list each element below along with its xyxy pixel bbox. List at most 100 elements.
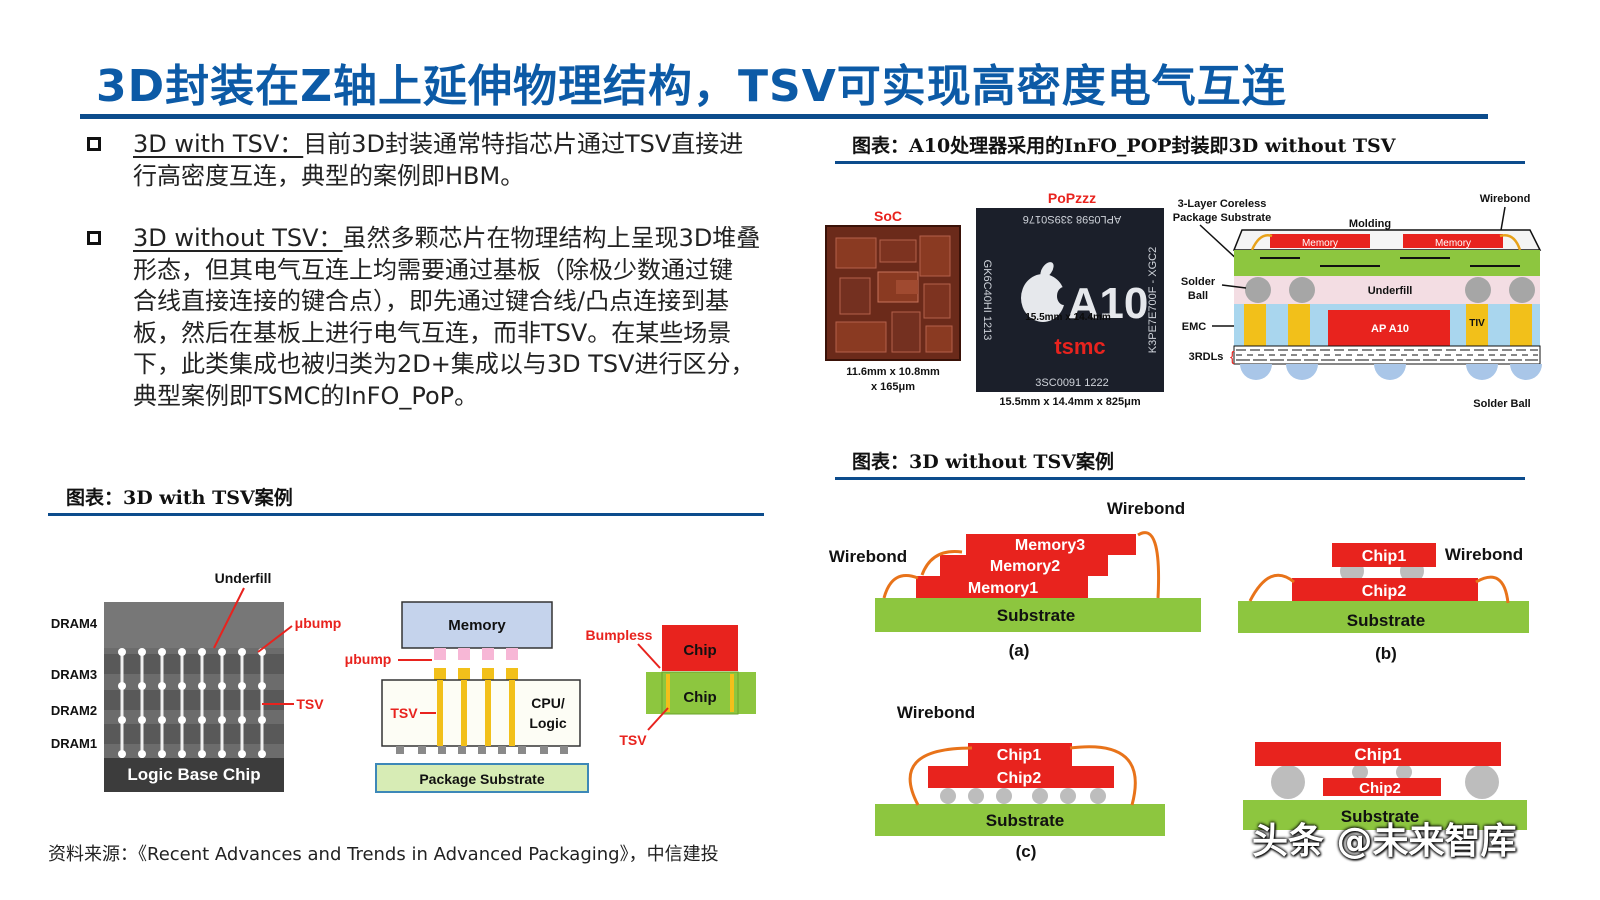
cs-label: Solder Ball	[1473, 398, 1530, 410]
tsmc-logo: tsmc	[1054, 334, 1105, 359]
bullet-square-icon	[87, 231, 101, 245]
chip-label: Chip2	[1359, 780, 1401, 797]
a10-figure: SoC 11.6mm x 10.8mm x 165μm PoPzzz APL05…	[825, 190, 1542, 410]
cs-label: Underfill	[1368, 285, 1413, 297]
cs-label: Package Substrate	[1173, 212, 1271, 224]
cpu-ubump-label: μbump	[345, 651, 392, 667]
cs-label: 3RDLs	[1189, 351, 1224, 363]
bullet-line: 下，此类集成也被归类为2D+集成以与3D TSV进行区分，	[133, 350, 755, 378]
chip-top-label: Chip	[683, 642, 716, 659]
chip-overlay-text: 15.5mm x 14.4mm	[1025, 312, 1111, 323]
substrate-label: Substrate	[997, 606, 1075, 625]
chip-top-text: APL0598 339S0176	[1023, 213, 1121, 225]
soc-dims: 11.6mm x 10.8mm	[846, 366, 940, 378]
with-tsv-figure: Logic Base Chip Underfill μbump TSV DRAM…	[51, 570, 756, 793]
wirebond-label: Wirebond	[1107, 499, 1185, 518]
caption: (c)	[1016, 842, 1037, 861]
cs-label: 3-Layer Coreless	[1178, 198, 1267, 210]
chip-side-text: GK6C40HI 1213	[981, 260, 993, 341]
bullet-line: 板，然后在基板上进行电气互连，而非TSV。在某些场景	[133, 318, 732, 347]
cpu-logic-label: CPU/	[531, 695, 565, 711]
caption: (a)	[1009, 641, 1030, 660]
memory-label: Memory3	[1015, 537, 1085, 554]
cs-label: Wirebond	[1480, 193, 1531, 205]
a10-chip-image: APL0598 339S0176 GK6C40HI 1213 K3PE7E700…	[976, 208, 1164, 392]
figure-title-a10: 图表：A10处理器采用的InFO_POP封装即3D without TSV	[852, 135, 1396, 157]
figure-title-with-tsv: 图表：3D with TSV案例	[66, 487, 293, 509]
cpu-logic-label: Logic	[529, 715, 567, 731]
cs-label: Memory	[1302, 238, 1338, 249]
cs-label: EMC	[1182, 321, 1207, 333]
figure-rule	[835, 477, 1525, 480]
bullet-term: 3D without TSV：	[133, 224, 343, 252]
hbm-base-label: Logic Base Chip	[127, 765, 260, 784]
bullet-term: 3D with TSV：	[133, 130, 304, 158]
cs-label: Memory	[1435, 238, 1471, 249]
cs-label: AP A10	[1371, 323, 1409, 335]
apple-logo-icon	[1021, 274, 1065, 322]
bullet-line: 形态，但其电气互连上均需要通过基板（除极少数通过键	[133, 255, 733, 284]
cs-label: TIV	[1469, 318, 1485, 329]
figure-rule	[835, 161, 1525, 164]
chip-label: Chip2	[997, 770, 1042, 787]
dram-label: DRAM4	[51, 616, 98, 631]
without-tsv-figure: Substrate Memory3 Memory2 Memory1 Wirebo…	[829, 499, 1529, 861]
dram-label: DRAM2	[51, 703, 97, 718]
dram-label: DRAM1	[51, 736, 97, 751]
figure-rule	[48, 513, 764, 516]
hbm-tsv-label: TSV	[296, 696, 324, 712]
case-b-diagram: Substrate Chip2 Chip1 Wirebond (b)	[1238, 543, 1529, 663]
chip-logo-text: A10	[1068, 279, 1149, 328]
chip-side-text: K3PE7E700F - XGC2	[1147, 247, 1159, 353]
chip-label: Chip1	[997, 747, 1042, 764]
chip-label: Chip1	[1362, 548, 1407, 565]
info-pop-cross-section: 3-Layer Coreless Package Substrate Wireb…	[1173, 193, 1542, 410]
substrate-label: Substrate	[986, 811, 1064, 830]
case-c-diagram: Substrate Chip1 Chip2 Wirebond (c)	[875, 703, 1165, 861]
bullet-line: 虽然多颗芯片在物理结构上呈现3D堆叠	[342, 224, 761, 252]
wirebond-label: Wirebond	[897, 703, 975, 722]
figure-title-without-tsv: 图表：3D without TSV案例	[852, 451, 1114, 473]
bullet-square-icon	[87, 137, 101, 151]
case-d-diagram: Substrate Chip2 Chip1	[1243, 742, 1527, 830]
title-divider	[80, 114, 1488, 119]
chip-bottom-label: Chip	[683, 689, 716, 706]
hbm-ubump-label: μbump	[295, 615, 342, 631]
soc-dims: x 165μm	[871, 381, 915, 393]
cpu-memory-label: Memory	[448, 617, 506, 634]
bullet-line: 典型案例即TSMC的InFO_PoP。	[133, 381, 479, 410]
bullet-line: 合线直接连接的键合点），即先通过键合线/凸点连接到基	[133, 287, 730, 315]
soc-label: SoC	[874, 208, 902, 224]
chip-bottom-text: 3SC0091 1222	[1035, 377, 1108, 389]
wirebond-label: Wirebond	[1445, 545, 1523, 564]
bullet-1: 3D with TSV：目前3D封装通常特指芯片通过TSV直接进 行高密度互连，…	[133, 129, 743, 192]
substrate-label: Substrate	[1347, 611, 1425, 630]
pop-dims: 15.5mm x 14.4mm x 825μm	[999, 396, 1140, 408]
bumpless-diagram: Chip Chip	[646, 625, 756, 715]
hbm-micrograph: Logic Base Chip	[104, 602, 284, 792]
cs-label: Molding	[1349, 218, 1391, 230]
case-a-diagram: Substrate Memory3 Memory2 Memory1 Wirebo…	[829, 499, 1201, 660]
bullet-2: 3D without TSV：虽然多颗芯片在物理结构上呈现3D堆叠 形态，但其电…	[133, 223, 760, 412]
wirebond-label: Wirebond	[829, 547, 907, 566]
bullet-line: 目前3D封装通常特指芯片通过TSV直接进	[303, 130, 744, 158]
memory-label: Memory1	[968, 580, 1038, 597]
svg-text:{: {	[1230, 348, 1235, 364]
chip-label: Chip1	[1354, 745, 1401, 764]
memory-label: Memory2	[990, 558, 1060, 575]
caption: (b)	[1375, 644, 1397, 663]
cpu-substrate-label: Package Substrate	[419, 771, 544, 787]
soc-die-image	[825, 225, 961, 361]
pop-label: PoPzzz	[1048, 190, 1096, 206]
page-title: 3D封装在Z轴上延伸物理结构，TSV可实现高密度电气互连	[96, 61, 1287, 112]
dram-label: DRAM3	[51, 667, 97, 682]
cpu-tsv-label: TSV	[390, 705, 418, 721]
watermark: 头条 @未来智库	[1252, 821, 1517, 862]
cpu-logic-diagram: Memory CPU/ Logic TSV Package Substrate	[375, 601, 589, 793]
chip-label: Chip2	[1362, 583, 1407, 600]
simple-tsv-label: TSV	[619, 732, 647, 748]
cs-label: Ball	[1188, 290, 1208, 302]
bullet-line: 行高密度互连，典型的案例即HBM。	[133, 161, 525, 190]
bumpless-label: Bumpless	[586, 627, 653, 643]
cs-label: Solder	[1181, 276, 1216, 288]
